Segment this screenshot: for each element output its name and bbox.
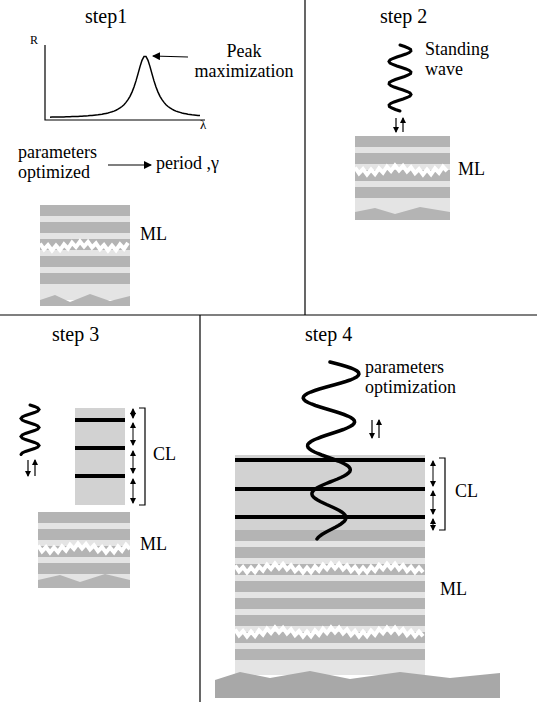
- substrate: [215, 671, 500, 698]
- step-label: step 4: [305, 323, 352, 345]
- callout-label: Standing wave: [425, 40, 507, 80]
- layer-band: [38, 529, 130, 540]
- capping-band: [75, 474, 125, 478]
- layer-band: [355, 153, 450, 164]
- bracket-label: CL: [153, 445, 176, 465]
- break-line: [355, 166, 447, 175]
- break-line: [40, 242, 128, 251]
- thickness-arrow: [433, 491, 434, 514]
- capping-band: [75, 446, 125, 450]
- axis-label: R: [30, 34, 38, 47]
- callout-label: Peak maximization: [192, 42, 296, 82]
- standing-wave: [303, 362, 359, 539]
- multilayer: [235, 530, 425, 675]
- layer-band: [355, 136, 450, 147]
- layer-band: [235, 615, 425, 626]
- multilayer: [355, 136, 450, 214]
- divider-line: [304, 0, 305, 315]
- callout-label: parameters optimized: [18, 143, 113, 183]
- thickness-arrow: [133, 451, 134, 473]
- thickness-arrow: [133, 409, 134, 418]
- layer-band: [235, 649, 425, 660]
- reflected-arrow: [378, 420, 379, 438]
- capping-band: [75, 418, 125, 422]
- step-label: step1: [85, 5, 127, 27]
- divider-line: [199, 315, 200, 702]
- bracket-label: CL: [455, 482, 478, 502]
- layer-band: [235, 598, 425, 609]
- axis-label: λ: [200, 118, 206, 132]
- parameter-label: period ,γ: [156, 154, 219, 174]
- capping-layer: [235, 455, 425, 530]
- substrate: [38, 574, 130, 588]
- layer-band: [38, 512, 130, 523]
- multilayer: [40, 205, 130, 300]
- capping-layer: [75, 408, 125, 505]
- layer-band: [355, 187, 450, 198]
- step-label: step 3: [52, 323, 99, 345]
- capping-band: [235, 515, 425, 519]
- layer-band: [38, 563, 130, 574]
- bracket: [439, 458, 445, 530]
- standing-wave: [21, 405, 39, 455]
- layer-band: [235, 581, 425, 592]
- reflected-arrow: [402, 118, 403, 132]
- multilayer: [38, 512, 130, 582]
- substrate: [40, 294, 130, 306]
- break-line: [235, 628, 423, 637]
- standing-wave: [389, 45, 411, 111]
- graph-axes: [45, 45, 205, 120]
- layer-band: [40, 273, 130, 284]
- layer-band: [235, 564, 425, 575]
- bracket: [139, 408, 145, 505]
- stack-label: ML: [140, 225, 167, 245]
- reflectivity-curve: [50, 57, 200, 118]
- layer-band: [40, 222, 130, 233]
- stack-label: ML: [458, 160, 485, 180]
- layer-band: [40, 205, 130, 216]
- layer-band: [40, 256, 130, 267]
- pointer-arrow: [153, 56, 188, 57]
- thickness-arrow: [133, 423, 134, 445]
- stack-label: ML: [440, 580, 467, 600]
- layer-band: [40, 239, 130, 250]
- thickness-arrow: [133, 479, 134, 503]
- layer-band: [235, 547, 425, 558]
- divider-line: [0, 314, 537, 315]
- break-line: [38, 544, 130, 553]
- incident-arrow: [395, 118, 396, 132]
- step-label: step 2: [380, 5, 427, 27]
- incident-arrow: [27, 460, 28, 476]
- reflected-arrow: [34, 460, 35, 476]
- stack-label: ML: [140, 535, 167, 555]
- thickness-arrow: [433, 461, 434, 486]
- pointer-arrow: [108, 164, 151, 165]
- incident-arrow: [371, 420, 372, 438]
- thickness-arrow: [433, 519, 434, 530]
- capping-band: [235, 487, 425, 491]
- callout-label: parameters optimization: [365, 358, 477, 398]
- break-line: [235, 564, 423, 573]
- substrate: [355, 207, 450, 220]
